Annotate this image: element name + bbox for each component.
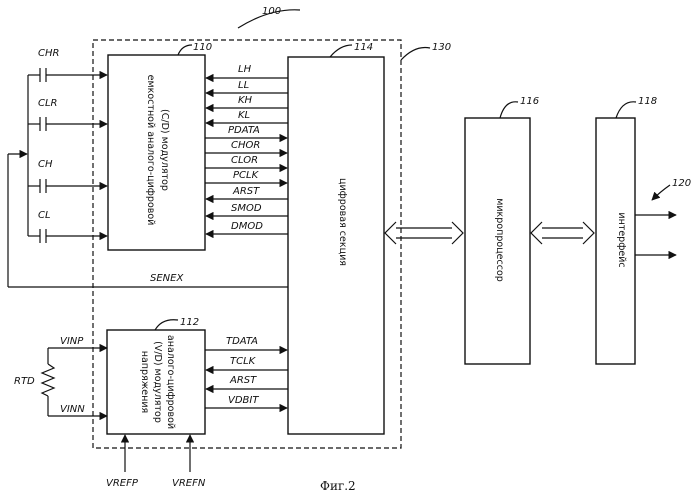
signal-ll: LL [238,80,249,91]
vd-modulator-label-1: аналого-цифровой [165,335,176,429]
bus-microprocessor-interface [531,222,594,244]
cd-modulator-label-2: (C/D) модулятор [159,109,170,191]
ref-114: 114 [354,42,373,53]
signal-clor: CLOR [231,155,258,166]
signal-vrefp: VREFP [106,478,139,489]
signal-tdata: TDATA [226,336,258,347]
ref-118: 118 [638,96,657,107]
ref-112: 112 [180,317,199,328]
ref-100: 100 [262,6,281,17]
ref-110: 110 [193,42,212,53]
signal-lh: LH [238,64,252,75]
ref-130: 130 [432,42,451,53]
cd-modulator-label-1: емкостной аналого-цифровой [145,75,156,226]
vd-modulator-label-2: (V/D) модулятор [152,341,163,423]
digital-section-label: цифровая секция [337,178,348,266]
signal-senex: SENEX [150,273,184,284]
ref-130-leader [401,48,430,61]
signal-arst-vd: ARST [229,375,257,386]
interface-label: интерфейс [616,212,627,267]
ref-120-leader [652,185,670,200]
signal-tclk: TCLK [230,356,257,367]
ref-116-leader [500,102,518,118]
signal-vinn: VINN [60,404,85,415]
digital-section-block [288,57,384,434]
signal-arst-cd: ARST [232,186,260,197]
figure-caption: Фиг.2 [320,479,356,493]
signal-chor: CHOR [231,140,260,151]
signal-vdbit: VDBIT [228,395,259,406]
ref-112-leader [155,320,178,330]
bus-digital-microprocessor [385,222,463,244]
cap-cl: CL [38,210,51,221]
label-rtd: RTD [14,376,35,387]
cap-clr: CLR [38,98,58,109]
ref-110-leader [178,45,192,55]
cap-chr: CHR [38,48,59,59]
vd-modulator-label-3: напряжения [139,351,150,414]
cap-ch: CH [38,159,53,170]
microprocessor-label: микропроцессор [494,198,505,282]
signal-kh: KH [238,95,253,106]
ref-120: 120 [672,178,691,189]
ref-114-leader [330,45,352,57]
signal-smod: SMOD [231,203,262,214]
signal-vinp: VINP [60,336,84,347]
signal-kl: KL [238,110,250,121]
ref-116: 116 [520,96,539,107]
signal-vrefn: VREFN [172,478,206,489]
ref-118-leader [616,102,636,118]
interface-block [596,118,635,364]
signal-pdata: PDATA [228,125,260,136]
signal-pclk: PCLK [233,170,260,181]
signal-dmod: DMOD [231,221,263,232]
